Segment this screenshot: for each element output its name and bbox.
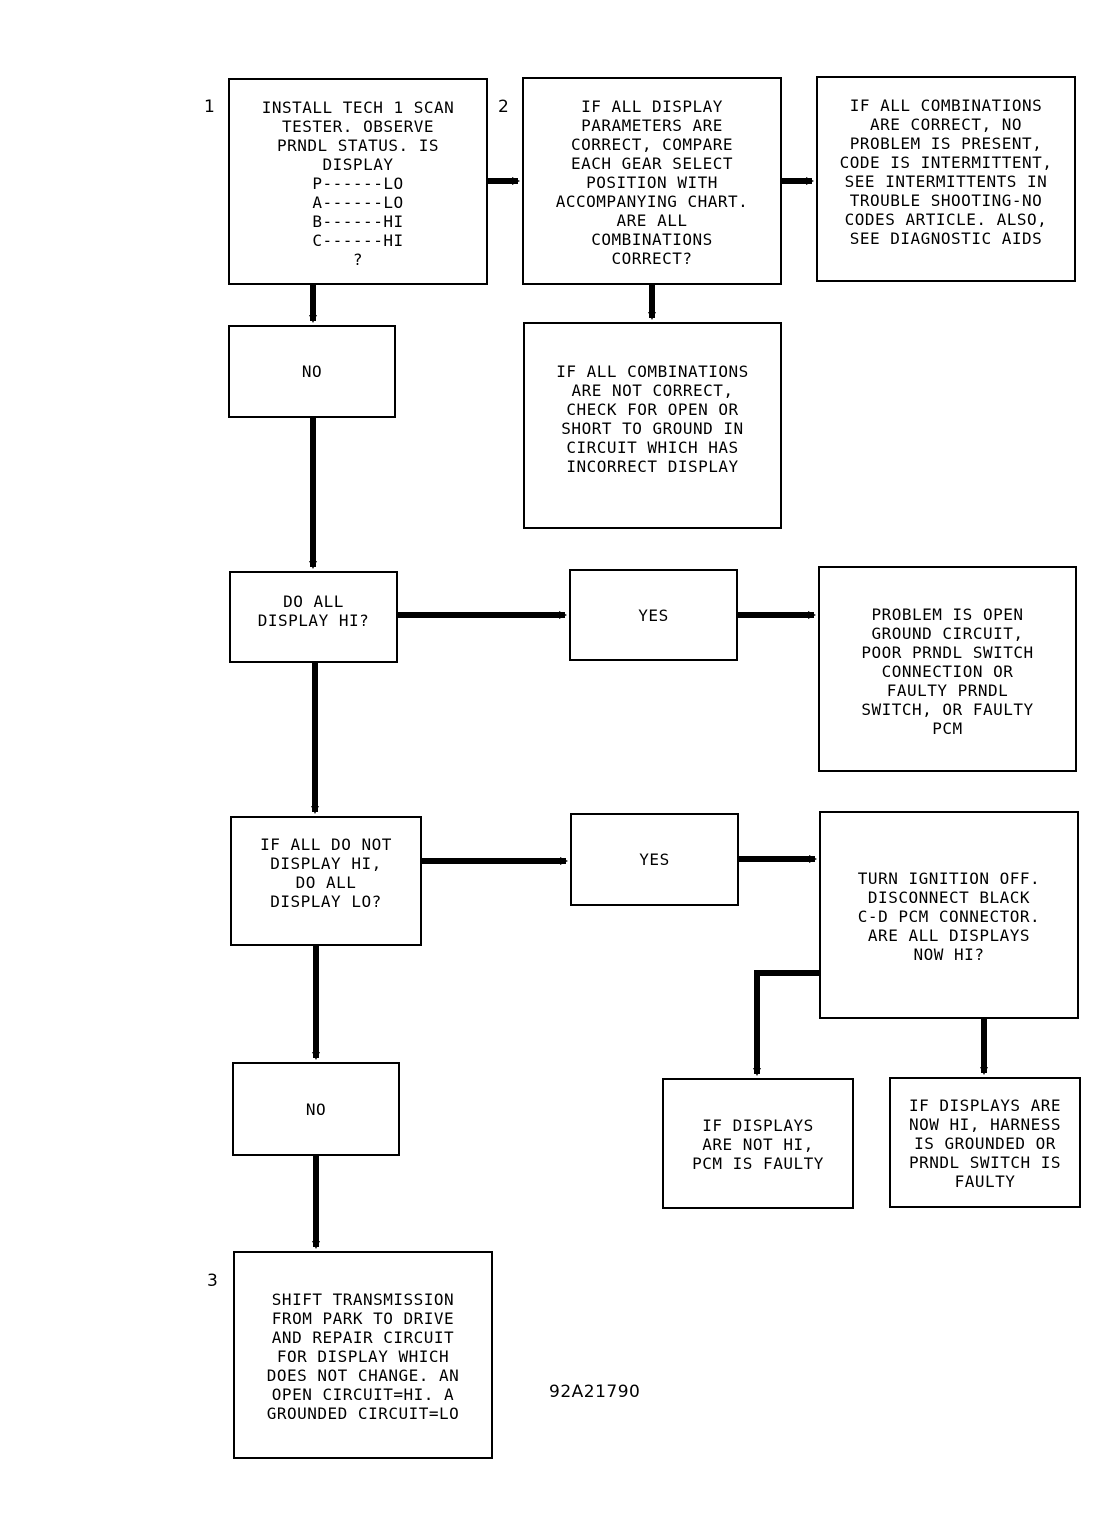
shift-transmission-text: SHIFT TRANSMISSION FROM PARK TO DRIVE AN… (266, 1290, 460, 1423)
compare-chart-text: IF ALL DISPLAY PARAMETERS ARE CORRECT, C… (555, 97, 749, 268)
yes-text-2: YES (639, 850, 670, 869)
reference-code: 92A21790 (549, 1382, 641, 1402)
compare-chart-box: IF ALL DISPLAY PARAMETERS ARE CORRECT, C… (522, 77, 782, 285)
pcm-faulty-text: IF DISPLAYS ARE NOT HI, PCM IS FAULTY (692, 1116, 824, 1173)
not-correct-box: IF ALL COMBINATIONS ARE NOT CORRECT, CHE… (523, 322, 782, 529)
step-number-3: 3 (207, 1271, 218, 1291)
intermittent-box: IF ALL COMBINATIONS ARE CORRECT, NO PROB… (816, 76, 1076, 282)
ignition-off-text: TURN IGNITION OFF. DISCONNECT BLACK C-D … (857, 869, 1041, 964)
all-hi-text: DO ALL DISPLAY HI? (257, 592, 370, 630)
yes-box-2: YES (570, 813, 739, 906)
not-correct-text: IF ALL COMBINATIONS ARE NOT CORRECT, CHE… (556, 362, 749, 476)
all-lo-text: IF ALL DO NOT DISPLAY HI, DO ALL DISPLAY… (260, 835, 392, 911)
open-ground-text: PROBLEM IS OPEN GROUND CIRCUIT, POOR PRN… (861, 605, 1034, 738)
yes-box-1: YES (569, 569, 738, 661)
shift-transmission-box: SHIFT TRANSMISSION FROM PARK TO DRIVE AN… (233, 1251, 493, 1459)
all-hi-box: DO ALL DISPLAY HI? (229, 571, 398, 663)
intermittent-text: IF ALL COMBINATIONS ARE CORRECT, NO PROB… (839, 96, 1053, 248)
harness-grounded-text: IF DISPLAYS ARE NOW HI, HARNESS IS GROUN… (909, 1096, 1061, 1191)
all-lo-box: IF ALL DO NOT DISPLAY HI, DO ALL DISPLAY… (230, 816, 422, 946)
step-number-1: 1 (204, 97, 215, 117)
pcm-faulty-box: IF DISPLAYS ARE NOT HI, PCM IS FAULTY (662, 1078, 854, 1209)
no-text-2: NO (305, 1099, 327, 1119)
harness-grounded-box: IF DISPLAYS ARE NOW HI, HARNESS IS GROUN… (889, 1077, 1081, 1208)
connector-ignition-to-pcm-faulty (753, 970, 820, 1076)
no-box-2: NO (232, 1062, 400, 1156)
install-tester-box: INSTALL TECH 1 SCAN TESTER. OBSERVE PRND… (228, 78, 488, 285)
no-box-1: NO (228, 325, 396, 418)
step-number-2: 2 (498, 97, 509, 117)
no-text-1: NO (301, 362, 323, 381)
yes-text-1: YES (638, 605, 669, 625)
open-ground-box: PROBLEM IS OPEN GROUND CIRCUIT, POOR PRN… (818, 566, 1077, 772)
ignition-off-box: TURN IGNITION OFF. DISCONNECT BLACK C-D … (819, 811, 1079, 1019)
install-tester-text: INSTALL TECH 1 SCAN TESTER. OBSERVE PRND… (261, 98, 455, 269)
